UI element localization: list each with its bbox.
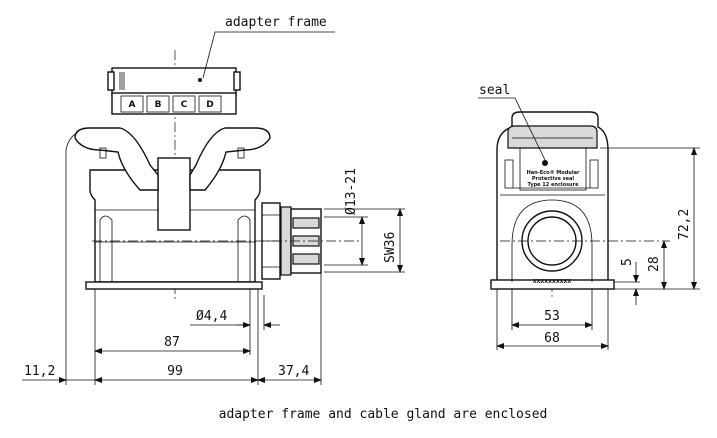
left-lever xyxy=(74,127,159,191)
front-view: A B C D xyxy=(22,15,405,385)
dim-11-2-label: 11,2 xyxy=(24,364,55,379)
insert-slot-c xyxy=(172,95,196,113)
hood-right-rib xyxy=(237,215,251,282)
nameplate xyxy=(519,147,587,191)
adapter-frame-top xyxy=(111,67,237,96)
side-view: Han-Eco® Modular Protective seal Type 12… xyxy=(478,83,700,350)
lever-sweep-arc xyxy=(65,131,79,151)
adapter-frame: A B C D xyxy=(107,67,241,115)
hood-body xyxy=(74,127,271,290)
right-lever xyxy=(189,127,271,191)
dim-5-label: 5 xyxy=(620,258,635,266)
hood-base xyxy=(85,281,263,290)
sw-label: SW36 xyxy=(383,232,398,263)
hood-center-post xyxy=(157,157,191,231)
insert-key-b: B xyxy=(155,100,162,110)
side-left-lever xyxy=(504,159,514,189)
hole-diameter-label: Ø4,4 xyxy=(196,309,227,324)
dim-99-label: 99 xyxy=(167,364,183,379)
side-base xyxy=(490,279,615,290)
dim-28-label: 28 xyxy=(647,256,662,272)
insert-key-d: D xyxy=(206,100,213,110)
gland-band-3 xyxy=(292,253,320,265)
side-arch xyxy=(511,199,593,282)
gland-band-1 xyxy=(292,217,320,229)
nameplate-line-3: Type 12 enclosure xyxy=(528,182,580,188)
insert-slot-d xyxy=(198,95,222,113)
insert-slot-b xyxy=(146,95,170,113)
dim-37-4-label: 37,4 xyxy=(278,364,309,379)
nameplate-line-2: Protective seal xyxy=(532,176,575,182)
right-lever-pin xyxy=(237,147,245,159)
side-top-cover xyxy=(507,125,598,149)
seal-leader xyxy=(478,97,546,161)
adapter-dot xyxy=(198,78,202,82)
insert-slot-a xyxy=(120,95,144,113)
insert-key-c: C xyxy=(181,100,188,110)
adapter-frame-left-lug xyxy=(107,71,115,91)
adapter-frame-right-lug xyxy=(233,71,241,91)
adapter-frame-label: adapter frame xyxy=(225,15,327,30)
side-right-lever xyxy=(589,159,599,189)
nameplate-dot xyxy=(542,160,548,166)
left-lever-pin xyxy=(99,147,107,159)
dim-53-label: 53 xyxy=(544,309,560,324)
hood-left-rib xyxy=(99,215,113,282)
nameplate-line-1: Han-Eco® Modular xyxy=(527,170,580,176)
dim-68-label: 68 xyxy=(544,331,560,346)
seal-label: seal xyxy=(479,83,510,98)
adapter-frame-leader xyxy=(202,31,335,79)
insert-key-a: A xyxy=(129,100,136,110)
serial-number: XXXXXXXXXX xyxy=(533,279,572,285)
dim-72-2-label: 72,2 xyxy=(677,209,692,240)
gland-diameter-label: Ø13-21 xyxy=(344,168,359,215)
dim-87-label: 87 xyxy=(164,335,180,350)
footer-note: adapter frame and cable gland are enclos… xyxy=(219,407,548,422)
